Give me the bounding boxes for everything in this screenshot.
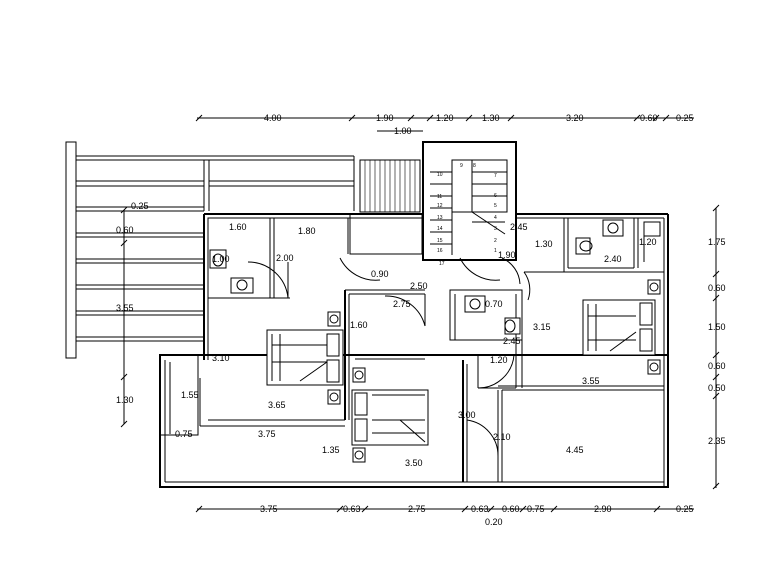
dim-int-19: 3.65 [268,400,286,410]
stair-step-5: 5 [494,203,497,209]
dimension-ticks [120,114,720,513]
dim-bottom-sub: 0.20 [485,517,503,527]
dim-right-5: 0.50 [708,383,726,393]
dim-int-11: 2.50 [410,281,428,291]
bed-center [351,367,429,463]
dim-top-2: 1.90 [376,113,394,123]
dim-int-5: 2.45 [510,222,528,232]
interior-walls [159,213,664,482]
stair-step-8: 8 [473,163,476,169]
dim-int-18: 1.20 [490,355,508,365]
dim-int-3: 2.00 [276,253,294,263]
shaft-hatch [359,159,421,213]
dim-bottom-2: 0.63 [343,504,361,514]
dimension-labels: 4.00 1.90 1.20 1.30 3.20 0.60 0.25 1.00 … [116,113,726,527]
bed-right [582,279,661,375]
bed-left [266,311,344,405]
stair-step-16: 16 [437,248,443,254]
terrace-railing [65,141,355,359]
dim-int-15: 3.10 [212,353,230,363]
dim-int-21: 0.75 [175,429,193,439]
dim-int-26: 1.35 [322,445,340,455]
staircase: 10 9 8 7 11 6 12 5 13 4 14 3 15 2 16 1 1… [422,141,517,267]
dim-top-sub: 1.00 [394,126,412,136]
stair-step-17: 17 [439,261,445,267]
dim-right-2: 0.60 [708,283,726,293]
dim-int-16: 3.15 [533,322,551,332]
dim-int-24: 3.00 [458,410,476,420]
dim-top-3: 1.20 [436,113,454,123]
dim-left-3: 3.55 [116,303,134,313]
dim-bottom-4: 0.63 [471,504,489,514]
stair-step-13: 13 [437,215,443,221]
dim-left-4: 1.30 [116,395,134,405]
dim-int-25: 2.10 [493,432,511,442]
dim-top-1: 4.00 [264,113,282,123]
dim-left-2: 0.60 [116,225,134,235]
dim-right-3: 1.50 [708,322,726,332]
dim-int-13: 0.70 [485,299,503,309]
dim-int-12: 2.75 [393,299,411,309]
dim-int-17: 2.45 [503,336,521,346]
stair-step-11: 11 [437,194,442,200]
dim-bottom-5: 0.60 [502,504,520,514]
dim-top-4: 1.30 [482,113,500,123]
dim-int-28: 4.45 [566,445,584,455]
stair-step-2: 2 [494,238,497,244]
stair-step-14: 14 [437,226,443,232]
dim-bottom-3: 2.75 [408,504,426,514]
dim-int-7: 1.20 [639,237,657,247]
dim-int-1: 1.60 [229,222,247,232]
dim-right-4: 0.60 [708,361,726,371]
stair-step-15: 15 [437,238,443,244]
dim-int-8: 0.90 [371,269,389,279]
dim-int-6: 1.30 [535,239,553,249]
dim-int-20: 1.55 [181,390,199,400]
dim-bottom-8: 0.25 [676,504,694,514]
dim-int-23: 3.55 [582,376,600,386]
dimension-lines [123,117,717,510]
dim-left-1: 0.25 [131,201,149,211]
doors [247,257,531,457]
stair-step-4: 4 [494,215,497,221]
stair-step-12: 12 [437,203,443,209]
stair-step-10: 10 [437,172,443,178]
dim-bottom-6: 0.75 [527,504,545,514]
dim-right-6: 2.35 [708,436,726,446]
dim-bottom-7: 2.90 [594,504,612,514]
dim-top-7: 0.25 [676,113,694,123]
stair-step-3: 3 [494,226,497,232]
stair-step-1: 1 [494,248,497,254]
dim-int-27: 3.50 [405,458,423,468]
dim-int-4: 1.00 [212,254,230,264]
dim-bottom-1: 3.75 [260,504,278,514]
stair-step-9: 9 [460,163,463,169]
dim-top-6: 0.60 [640,113,658,123]
dim-int-10: 2.40 [604,254,622,264]
dim-int-14: 1.60 [350,320,368,330]
dim-int-2: 1.80 [298,226,316,236]
stair-step-6: 6 [494,193,497,199]
dim-int-22: 3.75 [258,429,276,439]
stair-step-7: 7 [494,173,497,179]
dim-int-9: 1.90 [498,250,516,260]
dim-right-1: 1.75 [708,237,726,247]
dim-top-5: 3.20 [566,113,584,123]
bathroom-fixtures [209,219,661,335]
